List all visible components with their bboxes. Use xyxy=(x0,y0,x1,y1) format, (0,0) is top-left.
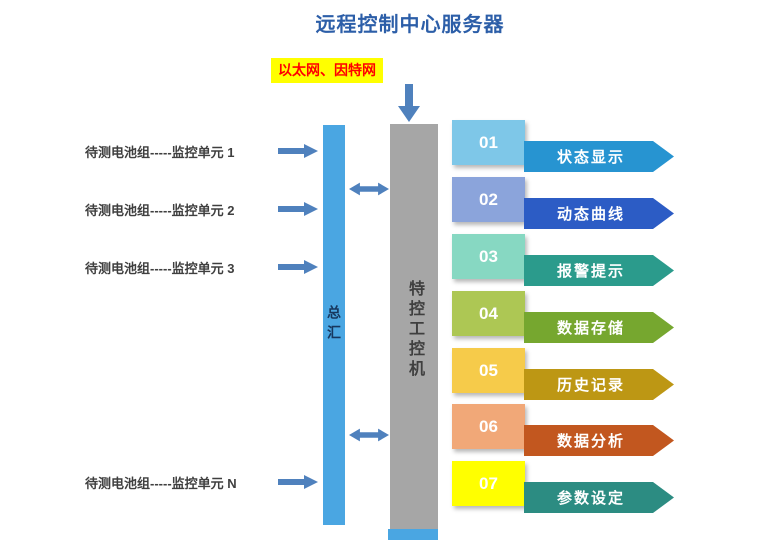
battery-input-label: 待测电池组-----监控单元 N xyxy=(85,475,237,491)
function-label: 状态显示 xyxy=(556,149,625,166)
function-banner: 参数设定 xyxy=(524,482,674,513)
function-label: 数据分析 xyxy=(556,433,625,450)
function-banner: 报警提示 xyxy=(524,255,674,286)
bus-bar-label: 总汇 xyxy=(326,305,342,345)
function-number-block: 02 xyxy=(452,177,525,222)
controller-bar: 特控工控机 xyxy=(390,124,438,536)
function-number: 05 xyxy=(479,360,498,380)
function-number: 03 xyxy=(479,246,498,266)
function-label: 数据存储 xyxy=(556,320,625,337)
battery-input-label: 待测电池组-----监控单元 1 xyxy=(85,144,235,160)
function-row: 07 参数设定 xyxy=(452,461,674,515)
function-label: 动态曲线 xyxy=(556,206,625,223)
function-number: 06 xyxy=(479,416,498,436)
function-label: 历史记录 xyxy=(556,377,625,394)
function-banner: 历史记录 xyxy=(524,369,674,400)
function-row: 06 数据分析 xyxy=(452,404,674,458)
controller-bottom-cap xyxy=(388,529,438,540)
battery-input-label: 待测电池组-----监控单元 3 xyxy=(85,260,235,276)
function-banner: 数据分析 xyxy=(524,425,674,456)
function-banner: 状态显示 xyxy=(524,141,674,172)
function-number: 02 xyxy=(479,189,498,209)
function-label: 报警提示 xyxy=(556,263,625,280)
right-arrow-icon xyxy=(278,144,318,158)
function-number-block: 03 xyxy=(452,234,525,279)
battery-input-row: 待测电池组-----监控单元 3 xyxy=(85,259,318,276)
right-arrow-icon xyxy=(278,260,318,274)
battery-input-label: 待测电池组-----监控单元 2 xyxy=(85,202,235,218)
double-arrow-icon xyxy=(349,182,389,196)
function-row: 01 状态显示 xyxy=(452,120,674,174)
function-number: 04 xyxy=(479,303,498,323)
function-number-block: 04 xyxy=(452,291,525,336)
network-label: 以太网、因特网 xyxy=(271,58,383,83)
down-arrow-icon xyxy=(398,84,420,122)
function-row: 03 报警提示 xyxy=(452,234,674,288)
function-banner: 数据存储 xyxy=(524,312,674,343)
diagram-title: 远程控制中心服务器 xyxy=(315,14,505,36)
right-arrow-icon xyxy=(278,202,318,216)
function-number: 07 xyxy=(479,473,498,493)
function-number-block: 07 xyxy=(452,461,525,506)
function-number: 01 xyxy=(479,132,498,152)
right-arrow-icon xyxy=(278,475,318,489)
function-number-block: 05 xyxy=(452,348,525,393)
double-arrow-icon xyxy=(349,428,389,442)
battery-input-row: 待测电池组-----监控单元 1 xyxy=(85,143,318,160)
function-number-block: 06 xyxy=(452,404,525,449)
function-row: 02 动态曲线 xyxy=(452,177,674,231)
bus-bar: 总汇 xyxy=(323,125,345,525)
function-row: 05 历史记录 xyxy=(452,348,674,402)
battery-input-row: 待测电池组-----监控单元 2 xyxy=(85,201,318,218)
function-banner: 动态曲线 xyxy=(524,198,674,229)
function-label: 参数设定 xyxy=(556,490,625,507)
battery-input-row: 待测电池组-----监控单元 N xyxy=(85,474,318,491)
function-number-block: 01 xyxy=(452,120,525,165)
function-row: 04 数据存储 xyxy=(452,291,674,345)
controller-bar-label: 特控工控机 xyxy=(406,280,423,380)
